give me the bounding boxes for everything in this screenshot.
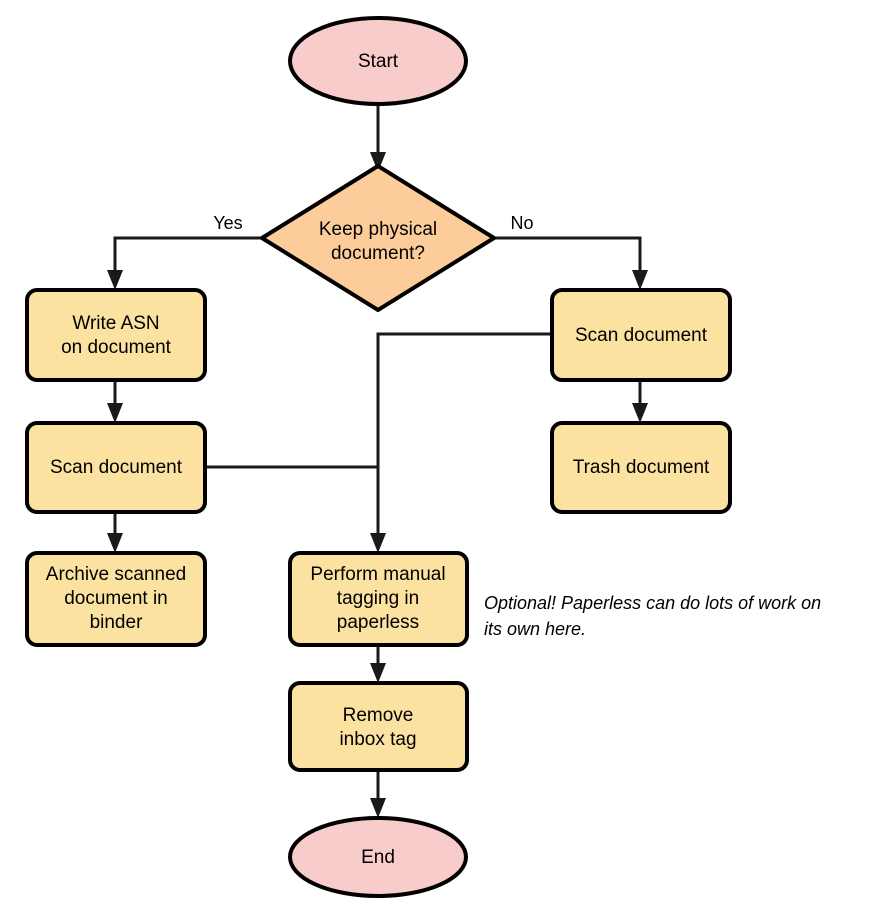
- node-remove-inbox-tag[interactable]: Remove inbox tag: [288, 681, 469, 772]
- remove-inbox-tag-label-line1: Remove: [343, 705, 414, 726]
- end-ellipse-shape: [288, 816, 468, 898]
- scan-document-right-label: Scan document: [575, 325, 708, 346]
- scan-document-right-box-shape: [550, 288, 732, 382]
- archive-binder-label-line1: Archive scanned: [46, 564, 186, 585]
- arrow-head-icon: [370, 152, 386, 172]
- decision-diamond-shape: [260, 164, 496, 312]
- remove-inbox-tag-label-line2: inbox tag: [339, 729, 416, 750]
- manual-tagging-label-line2: tagging in: [337, 588, 419, 609]
- scan-document-left-label: Scan document: [50, 457, 183, 478]
- archive-binder-label-line3: binder: [90, 612, 143, 633]
- edge-scan-right-to-trash: [632, 380, 648, 423]
- edge-start-to-decision: [370, 104, 386, 172]
- node-perform-manual-tagging[interactable]: Perform manual tagging in paperless: [288, 551, 469, 647]
- edge-manual-tagging-to-remove-inbox: [370, 645, 386, 683]
- write-asn-label-line2: on document: [61, 337, 172, 358]
- edge-decision-no-to-scan-right: [494, 236, 648, 290]
- manual-tagging-box-shape: [288, 551, 469, 647]
- optional-note-line1: Optional! Paperless can do lots of work …: [484, 593, 821, 613]
- arrow-head-icon: [370, 533, 386, 553]
- node-archive-scanned-document-in-binder[interactable]: Archive scanned document in binder: [25, 551, 207, 647]
- edge-line: [494, 236, 642, 276]
- node-scan-document-left[interactable]: Scan document: [25, 421, 207, 514]
- node-end[interactable]: End: [288, 816, 468, 898]
- manual-tagging-label-line3: paperless: [337, 612, 419, 633]
- annotation-optional-note: Optional! Paperless can do lots of work …: [484, 593, 821, 639]
- end-label: End: [361, 847, 395, 868]
- archive-binder-label-line2: document in: [64, 588, 168, 609]
- remove-inbox-tag-box-shape: [288, 681, 469, 772]
- trash-document-label: Trash document: [573, 457, 710, 478]
- node-write-asn-on-document[interactable]: Write ASN on document: [25, 288, 207, 382]
- node-scan-document-right[interactable]: Scan document: [550, 288, 732, 382]
- edge-scan-left-to-archive: [107, 512, 123, 553]
- edge-trunk-arrow-to-manual-tagging: [370, 533, 386, 553]
- connector-layer: [107, 104, 648, 818]
- edge-scan-right-to-manual-tagging: [376, 332, 552, 539]
- edge-line: [113, 236, 262, 276]
- trash-document-box-shape: [550, 421, 732, 514]
- edge-write-asn-to-scan-left: [107, 380, 123, 423]
- arrow-head-icon: [107, 270, 123, 290]
- arrow-head-icon: [632, 270, 648, 290]
- manual-tagging-label-line1: Perform manual: [310, 564, 445, 585]
- edge-line: [376, 332, 552, 539]
- optional-note-line2: its own here.: [484, 619, 586, 639]
- start-ellipse-shape: [288, 16, 468, 106]
- edge-label-no: No: [510, 213, 533, 233]
- arrow-head-icon: [370, 798, 386, 818]
- node-decision-keep-physical-document[interactable]: Keep physical document?: [260, 164, 496, 312]
- start-label: Start: [358, 51, 399, 72]
- edge-decision-yes-to-write-asn: [107, 236, 262, 290]
- edge-label-yes: Yes: [213, 213, 242, 233]
- archive-binder-box-shape: [25, 551, 207, 647]
- edge-remove-inbox-to-end: [370, 770, 386, 818]
- arrow-head-icon: [632, 403, 648, 423]
- write-asn-label-line1: Write ASN: [72, 313, 159, 334]
- node-trash-document[interactable]: Trash document: [550, 421, 732, 514]
- decision-label-line1: Keep physical: [319, 219, 437, 240]
- decision-label-line2: document?: [331, 243, 425, 264]
- arrow-head-icon: [107, 533, 123, 553]
- arrow-head-icon: [370, 663, 386, 683]
- arrow-head-icon: [107, 403, 123, 423]
- scan-document-left-box-shape: [25, 421, 207, 514]
- node-start[interactable]: Start: [288, 16, 468, 106]
- write-asn-box-shape: [25, 288, 207, 382]
